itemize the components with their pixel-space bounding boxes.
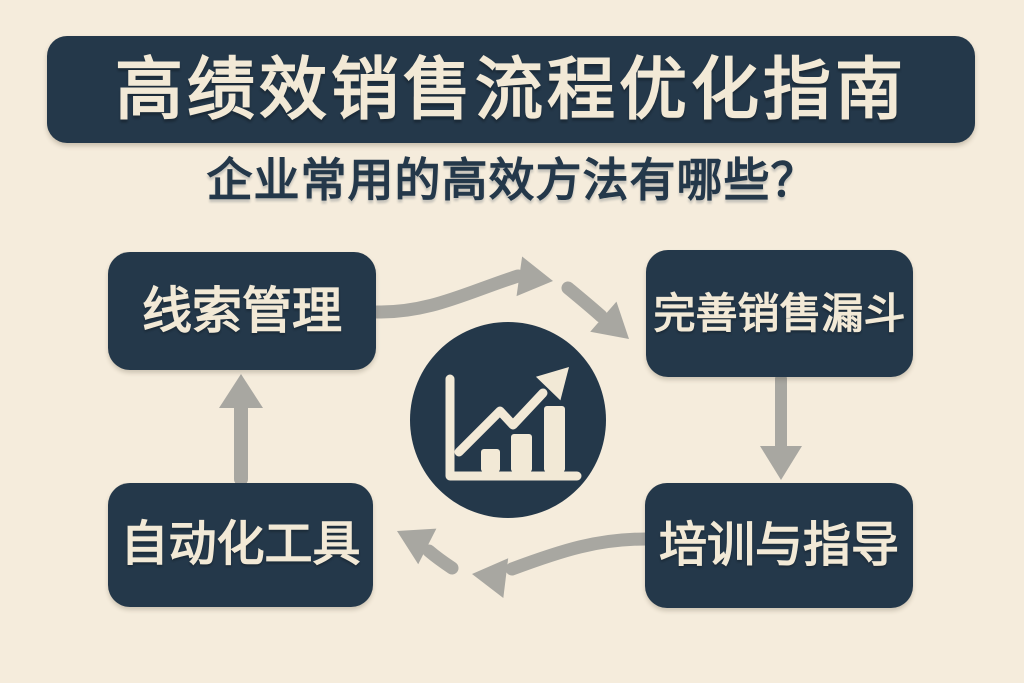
node-automation-tools-label: 自动化工具	[120, 518, 361, 571]
node-lead-management: 线索管理	[108, 252, 376, 370]
node-sales-funnel-label: 完善销售漏斗	[653, 289, 906, 337]
arrow-training-to-automation-icon	[397, 528, 653, 598]
growth-chart-icon	[410, 322, 606, 518]
node-automation-tools: 自动化工具	[108, 483, 373, 607]
arrow-funnel-to-training-icon	[760, 373, 802, 480]
subtitle: 企业常用的高效方法有哪些？	[206, 154, 818, 206]
node-training-coaching-label: 培训与指导	[658, 518, 899, 572]
arrow-automation-to-leads-icon	[219, 374, 263, 486]
node-training-coaching: 培训与指导	[645, 483, 913, 608]
node-lead-management-label: 线索管理	[142, 283, 342, 339]
arrow-leads-to-funnel-icon	[370, 256, 629, 339]
title-banner: 高绩效销售流程优化指南	[47, 36, 975, 143]
page-title: 高绩效销售流程优化指南	[114, 51, 907, 128]
node-sales-funnel: 完善销售漏斗	[646, 250, 913, 377]
